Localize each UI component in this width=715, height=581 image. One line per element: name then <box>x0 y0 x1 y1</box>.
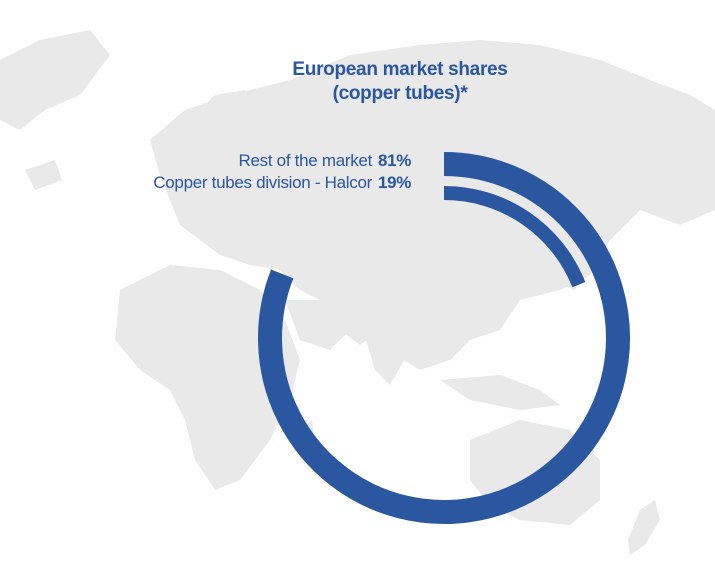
map-region-greenland <box>0 30 110 130</box>
legend-row-halcor: Copper tubes division - Halcor 19% <box>153 172 412 194</box>
map-region-eurasia <box>150 40 715 370</box>
legend-label-rest: Rest of the market <box>238 151 373 170</box>
map-region-new-zealand <box>628 500 660 555</box>
chart-title: European market shares (copper tubes)* <box>270 58 530 106</box>
donut-arc-halcor <box>443 186 586 288</box>
map-region-iceland <box>25 160 62 190</box>
legend-value-rest: 81% <box>378 151 412 170</box>
map-region-arabia <box>285 300 350 350</box>
map-region-india <box>360 320 410 385</box>
chart-title-line-1: European market shares <box>292 59 508 80</box>
legend-label-halcor: Copper tubes division - Halcor <box>153 173 372 192</box>
donut-arc-rest <box>258 152 630 524</box>
map-region-africa <box>115 265 300 490</box>
legend-row-rest: Rest of the market 81% <box>153 150 412 172</box>
map-region-alaska-edge <box>690 140 715 200</box>
chart-title-line-2: (copper tubes)* <box>332 83 468 104</box>
map-region-scandinavia <box>190 90 250 150</box>
map-region-sea-islands <box>440 375 560 410</box>
chart-legend: Rest of the market 81% Copper tubes divis… <box>153 150 412 194</box>
donut-arcs <box>258 152 630 524</box>
legend-value-halcor: 19% <box>378 173 412 192</box>
